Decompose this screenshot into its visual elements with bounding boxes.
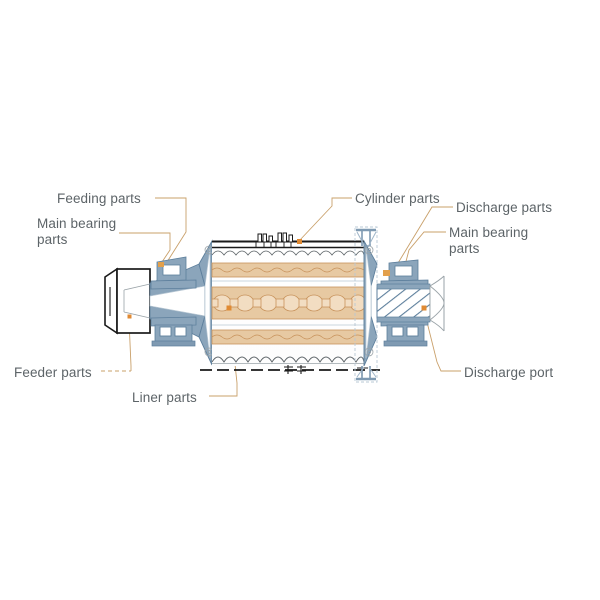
feeder-internal-funnel	[123, 283, 151, 319]
frame-diag-top	[356, 231, 377, 246]
shell-head-right	[363, 239, 378, 367]
liner-band-upper-wave	[211, 267, 365, 273]
label-discharge-parts: Discharge parts	[456, 200, 553, 215]
bearing-right-base-plate	[383, 340, 428, 347]
discharge-barrel-top-rail	[376, 283, 431, 290]
bearing-right-cap-marker	[383, 270, 390, 276]
shell-lifter-row-top	[211, 250, 365, 256]
bearing-left-cap-marker	[158, 262, 164, 267]
bearing-right-lower-legs	[391, 326, 419, 337]
bearing-left-lower-legs	[159, 326, 187, 337]
feeder-body-rect	[116, 268, 151, 334]
trunnion-bolt-right-bottom-inner	[367, 350, 371, 354]
shell-head-left-inner	[204, 247, 211, 359]
discharge-screen	[376, 283, 431, 323]
label-discharge-port: Discharge port	[464, 365, 554, 380]
top-fittings	[257, 232, 293, 243]
top-fittings-caps	[255, 242, 292, 247]
label-main-bearing-parts-right: Main bearing parts	[449, 225, 529, 256]
discharge-port-marker	[421, 305, 427, 311]
mill-cylinder	[200, 232, 380, 376]
feeder-marker	[127, 314, 132, 319]
leader-cylinder-parts	[298, 197, 352, 242]
label-feeder-parts: Feeder parts	[14, 365, 92, 380]
frame-diag-bottom	[356, 366, 377, 378]
liner-band-lower-wave	[211, 334, 365, 340]
trunnion-bolt-left-bottom-inner	[207, 350, 211, 354]
liner-chain-links	[211, 298, 353, 308]
shell-lifter-row-bottom	[211, 356, 365, 363]
liner-band-lower	[211, 329, 365, 345]
label-main-bearing-parts-left: Main bearing parts	[37, 216, 117, 247]
discharge-barrel-hatch	[376, 287, 431, 319]
cylinder-marker	[297, 239, 302, 244]
support-frame-right	[354, 226, 378, 383]
discharge-trumpet-lip-top	[429, 275, 445, 287]
discharge-trumpet-outline	[429, 285, 445, 321]
label-feeding-parts: Feeding parts	[57, 191, 141, 206]
leader-discharge-port	[423, 309, 461, 372]
bearing-left-base-plate	[151, 340, 196, 347]
leader-discharge-parts	[391, 206, 453, 274]
liner-band-upper	[211, 262, 365, 278]
liner-marker	[226, 305, 232, 311]
discharge-trumpet-lip-bottom	[429, 319, 445, 332]
feeder-nose-polygon	[104, 267, 118, 335]
bearing-left	[150, 256, 197, 347]
trunnion-bolt-right-top-inner	[367, 248, 371, 252]
leader-main-bearing-right	[403, 231, 446, 270]
feeder-box-assembly	[104, 267, 151, 335]
discharge-trumpet	[421, 275, 445, 332]
shell-head-right-inner	[365, 247, 372, 359]
bearing-left-cap-window	[162, 264, 181, 276]
trunnion-bolt-right-bottom	[364, 347, 374, 357]
discharge-barrel-bottom-rail	[376, 316, 431, 323]
label-liner-parts: Liner parts	[132, 390, 197, 405]
bearing-left-lower-plate	[150, 316, 197, 327]
bearing-left-base	[150, 279, 197, 290]
bearing-right-cap-window	[394, 265, 413, 277]
trunnion-bolt-left-top-inner	[207, 248, 211, 252]
leader-feeder-parts-tail	[128, 319, 132, 371]
label-cylinder-parts: Cylinder parts	[355, 191, 440, 206]
leader-main-bearing-left	[119, 232, 171, 266]
leader-feeding-parts	[155, 197, 187, 263]
